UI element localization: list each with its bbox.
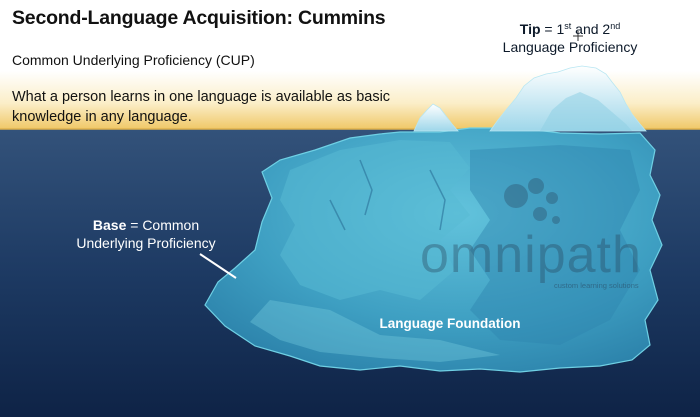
omnipath-logo-icon [504, 178, 560, 224]
foundation-label: Language Foundation [379, 316, 521, 331]
base-label-rest: = Common [126, 217, 200, 233]
base-label-line2: Underlying Proficiency [76, 235, 216, 251]
iceberg-facet [250, 300, 500, 362]
iceberg-facet [280, 140, 470, 300]
logo-name: omnipath [420, 226, 642, 284]
tip-label-eq: = 1 [540, 21, 565, 37]
base-label-bold: Base [92, 217, 127, 233]
base-label: Base = Common Underlying Proficiency [56, 216, 236, 252]
subtitle: Common Underlying Proficiency (CUP) [12, 52, 255, 68]
logo-tagline: custom learning solutions [554, 281, 639, 290]
iceberg-tip-small [413, 103, 459, 132]
crosshair-icon [573, 31, 583, 41]
tip-label-line2: Language Proficiency [502, 39, 638, 55]
iceberg-crevice [329, 159, 446, 231]
tip-label-sup1: st [564, 21, 572, 31]
tip-label-and: and 2 [571, 21, 611, 37]
tip-label-bold: Tip [519, 21, 541, 37]
iceberg-facet [470, 145, 640, 345]
page-title: Second-Language Acquisition: Cummins [12, 7, 386, 29]
description: What a person learns in one language is … [12, 89, 391, 125]
iceberg-tip-shade [540, 92, 632, 131]
base-pointer-line [199, 253, 237, 279]
tip-label: Tip = 1st and 2nd Language Proficiency [470, 20, 670, 56]
tip-label-sup2: nd [610, 21, 621, 31]
